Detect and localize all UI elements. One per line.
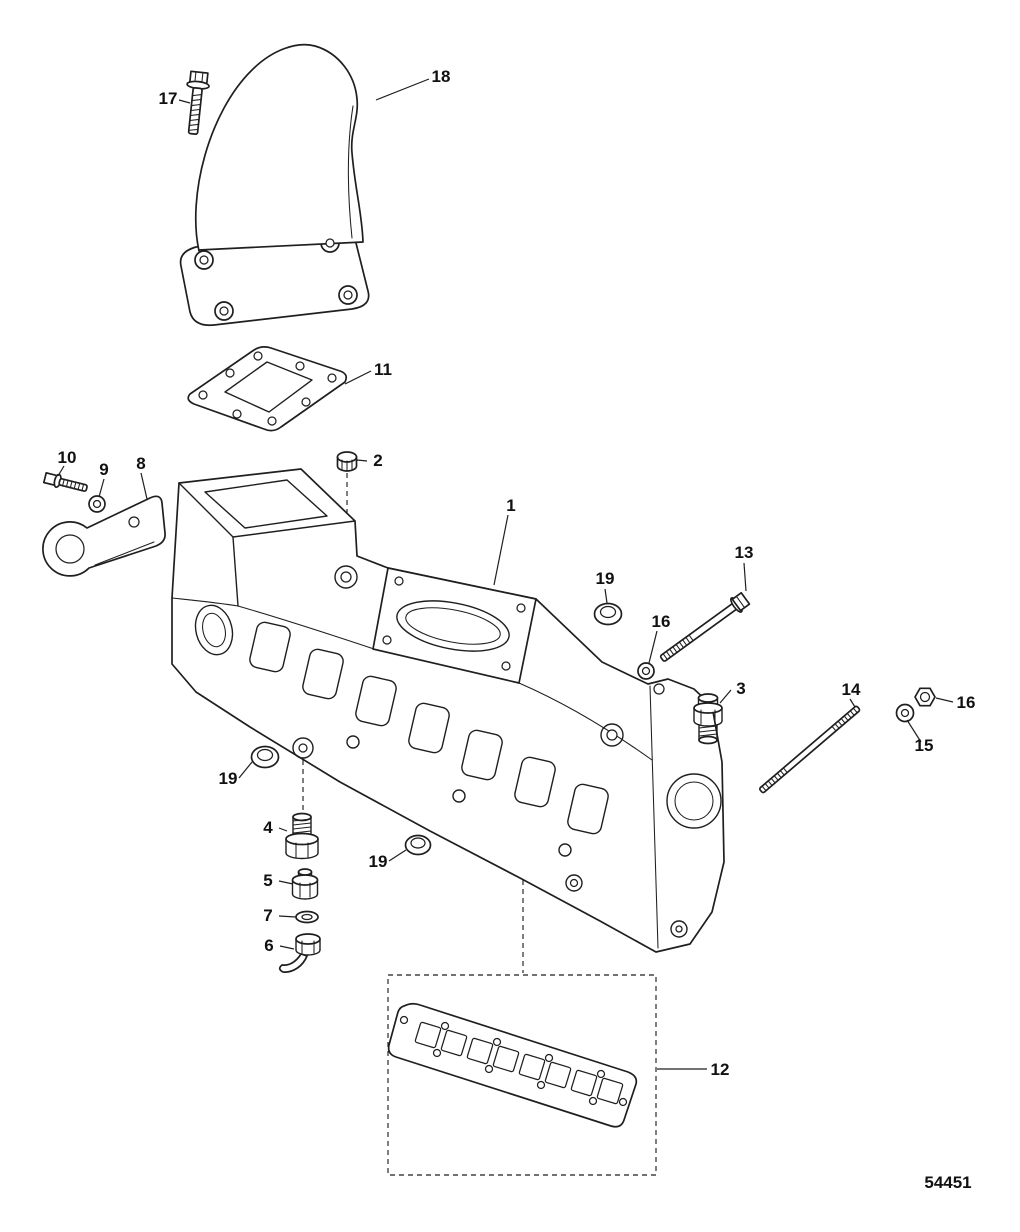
exhaust-elbow bbox=[179, 43, 370, 327]
callout-17: 17 bbox=[159, 89, 178, 108]
washer-15 bbox=[895, 703, 915, 723]
plug-2 bbox=[336, 451, 358, 472]
callout-19-top: 19 bbox=[596, 569, 615, 588]
manifold-gasket bbox=[387, 1002, 638, 1128]
callout-19-left: 19 bbox=[219, 769, 238, 788]
callout-5: 5 bbox=[263, 871, 272, 890]
lifting-bracket bbox=[42, 495, 166, 577]
callout-4: 4 bbox=[263, 818, 273, 837]
drawing-number: 54451 bbox=[924, 1173, 971, 1192]
seal-ring-bottom bbox=[404, 834, 432, 856]
plug-4 bbox=[285, 812, 319, 860]
callout-13: 13 bbox=[735, 543, 754, 562]
nut-16-right bbox=[914, 687, 936, 707]
bolt-10 bbox=[42, 472, 88, 492]
callout-12: 12 bbox=[711, 1060, 730, 1079]
callout-11: 11 bbox=[374, 360, 392, 379]
stud-14 bbox=[759, 705, 861, 794]
callout-16-right: 16 bbox=[957, 693, 976, 712]
washer-16-left bbox=[637, 662, 655, 680]
exhaust-manifold bbox=[171, 468, 725, 953]
seal-ring-top bbox=[593, 602, 623, 626]
callout-9: 9 bbox=[99, 460, 108, 479]
callout-15: 15 bbox=[915, 736, 934, 755]
fitting-6 bbox=[278, 933, 321, 973]
leader-lines bbox=[57, 78, 954, 1070]
callout-1: 1 bbox=[506, 496, 515, 515]
washer-7 bbox=[295, 910, 319, 924]
bolt-13 bbox=[659, 591, 751, 662]
callout-14: 14 bbox=[842, 680, 861, 699]
callout-labels: 17 18 11 2 10 9 8 1 19 13 16 3 14 16 15 … bbox=[58, 67, 976, 1079]
fitting-3 bbox=[693, 693, 723, 745]
washer-9 bbox=[88, 495, 106, 513]
callout-3: 3 bbox=[736, 679, 745, 698]
callout-16-left: 16 bbox=[652, 612, 671, 631]
seal-ring-left bbox=[250, 745, 280, 769]
riser-gasket bbox=[187, 346, 348, 432]
callout-6: 6 bbox=[264, 936, 273, 955]
callout-10: 10 bbox=[58, 448, 77, 467]
fitting-5 bbox=[291, 868, 319, 900]
callout-18: 18 bbox=[432, 67, 451, 86]
callout-7: 7 bbox=[263, 906, 272, 925]
bolt-17 bbox=[186, 70, 210, 135]
callout-19-bottom: 19 bbox=[369, 852, 388, 871]
callout-8: 8 bbox=[136, 454, 145, 473]
callout-2: 2 bbox=[373, 451, 382, 470]
